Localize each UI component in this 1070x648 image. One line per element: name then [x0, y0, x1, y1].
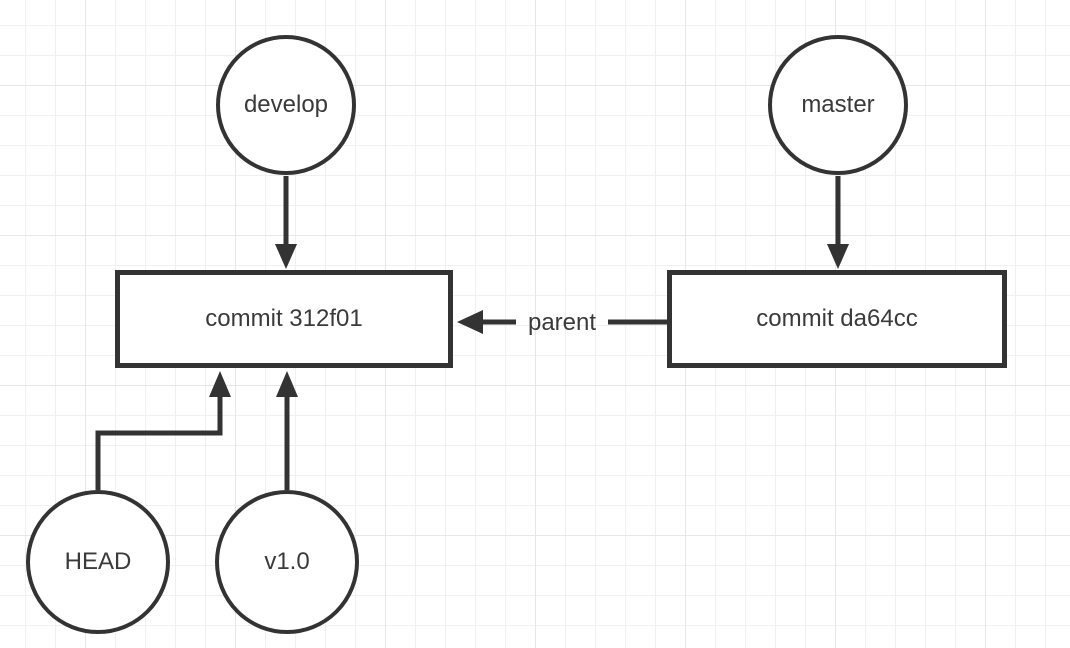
- branch-node-develop[interactable]: develop: [216, 35, 356, 175]
- head-node-label: HEAD: [64, 548, 132, 575]
- commit-node-da64cc-label: commit da64cc: [756, 305, 918, 332]
- tag-node-v1-0[interactable]: v1.0: [215, 490, 359, 634]
- commit-node-312f01[interactable]: commit 312f01: [115, 270, 453, 368]
- arrow-develop-to-commit1[interactable]: [275, 176, 297, 269]
- branch-node-master[interactable]: master: [768, 35, 908, 175]
- arrow-head-to-commit1[interactable]: [95, 371, 231, 490]
- branch-node-develop-label: develop: [243, 91, 329, 118]
- tag-node-v1-0-label: v1.0: [264, 548, 310, 575]
- arrow-v10-to-commit1[interactable]: [276, 371, 298, 490]
- arrow-commit2-to-commit1[interactable]: [457, 310, 667, 334]
- head-node[interactable]: HEAD: [26, 490, 170, 634]
- commit-node-312f01-label: commit 312f01: [205, 305, 363, 332]
- commit-node-da64cc[interactable]: commit da64cc: [667, 270, 1007, 368]
- parent-edge-label: parent: [527, 309, 597, 336]
- arrow-master-to-commit2[interactable]: [827, 176, 849, 269]
- branch-node-master-label: master: [801, 91, 875, 118]
